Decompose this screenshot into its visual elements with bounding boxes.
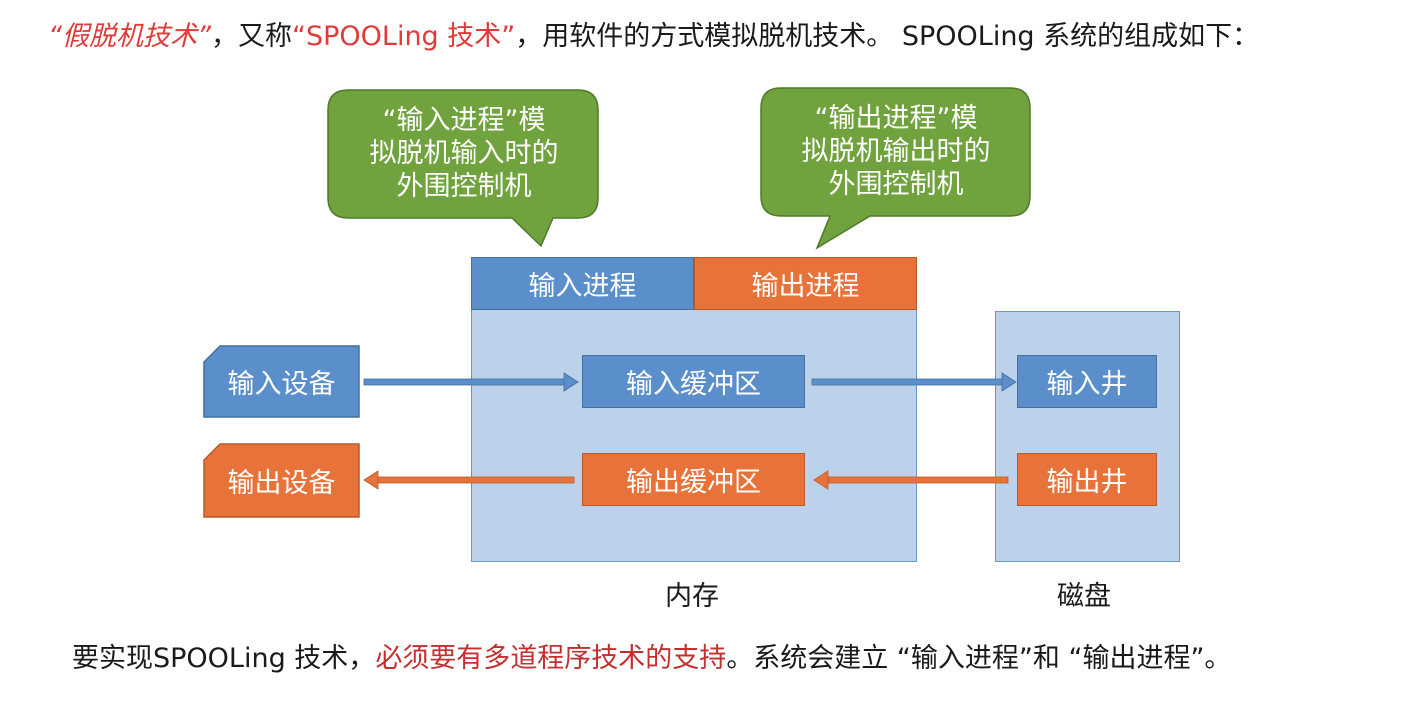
disk-label: 磁盘 [1057,581,1111,612]
input-device-label: 输入设备 [227,369,336,400]
input-callout-line1: “输入进程”模 [383,105,546,136]
input-buffer-box: 输入缓冲区 [582,355,805,408]
input-well-box: 输入井 [1017,355,1157,408]
intro-text-a: ，又称 [210,21,292,52]
input-process-box: 输入进程 [471,257,694,310]
output-callout-line1: “输出进程”模 [815,103,978,134]
intro-text-b: ，用软件的方式模拟脱机技术。 SPOOLing 系统的组成如下： [515,21,1260,52]
output-process-box: 输出进程 [694,257,917,310]
conclusion-highlight: 必须要有多道程序技术的支持 [375,643,727,674]
conclusion-text: 要实现SPOOLing 技术，必须要有多道程序技术的支持。系统会建立 “输入进程… [72,636,1231,675]
conclusion-text-b: 。系统会建立 “输入进程”和 “输出进程”。 [726,643,1232,674]
intro-term-spooling: “SPOOLing 技术” [291,21,516,52]
conclusion-text-a: 要实现SPOOLing 技术， [72,643,376,674]
input-callout-line3: 外围控制机 [397,171,532,202]
output-callout-line3: 外围控制机 [829,169,964,200]
intro-text: “假脱机技术”，又称“SPOOLing 技术”，用软件的方式模拟脱机技术。 SP… [48,14,1259,53]
output-buffer-box: 输出缓冲区 [582,453,805,506]
memory-label: 内存 [665,581,719,612]
input-process-callout: “输入进程”模 拟脱机输入时的 外围控制机 [327,89,599,248]
disk-region [995,311,1180,562]
input-callout-line2: 拟脱机输入时的 [370,138,559,169]
intro-term: “假脱机技术” [48,21,211,52]
output-callout-line2: 拟脱机输出时的 [802,136,991,167]
output-process-callout: “输出进程”模 拟脱机输出时的 外围控制机 [760,87,1031,250]
output-well-box: 输出井 [1017,453,1157,506]
output-device-label: 输出设备 [227,468,336,499]
